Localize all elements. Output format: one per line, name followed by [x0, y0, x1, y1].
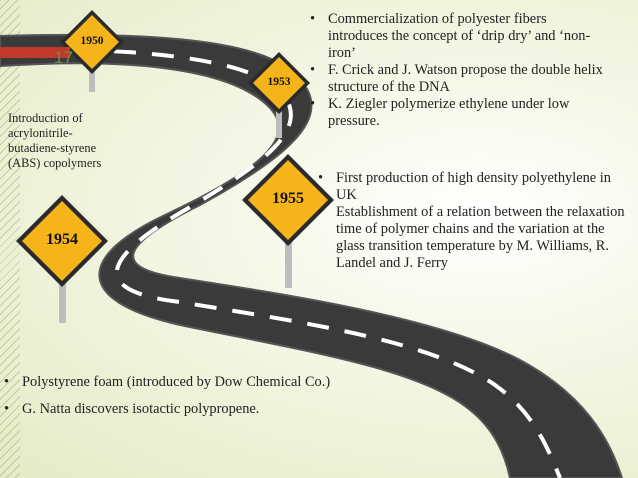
sign-1955-icon [242, 154, 334, 246]
sign-year-1954: 1954 [46, 231, 78, 248]
sign-1950-icon [60, 10, 124, 74]
sign-post-1953 [276, 100, 282, 138]
bullet-item: K. Ziegler polymerize ethylene under low… [306, 96, 606, 130]
bullet-item: F. Crick and J. Watson propose the doubl… [306, 62, 606, 96]
slide-number: 17 [54, 48, 73, 67]
bullets-top: Commercialization of polyester fibers in… [306, 11, 606, 130]
bullets-middle: First production of high density polyeth… [314, 170, 634, 272]
sign-1954-icon [16, 195, 108, 287]
bullet-item: Polystyrene foam (introduced by Dow Chem… [0, 374, 420, 391]
road-center-line [0, 47, 562, 478]
sign-post-1950 [89, 60, 95, 92]
accent-bar [0, 47, 70, 58]
sign-1953-icon [248, 52, 310, 114]
caption-abs: Introduction of acrylonitrile-butadiene-… [8, 111, 102, 170]
bullets-bottom: Polystyrene foam (introduced by Dow Chem… [0, 374, 420, 418]
sign-post-1954 [59, 275, 66, 323]
sign-year-1950: 1950 [80, 35, 104, 47]
sign-year-1953: 1953 [267, 76, 291, 88]
sign-post-1955 [285, 236, 292, 288]
bullet-item: G. Natta discovers isotactic polypropene… [0, 401, 420, 418]
decorative-pattern-strip [0, 0, 20, 478]
bullet-item: First production of high density polyeth… [314, 170, 634, 204]
bullet-item: Establishment of a relation between the … [314, 204, 634, 272]
bullet-item: Commercialization of polyester fibers in… [306, 11, 606, 62]
sign-year-1955: 1955 [272, 190, 304, 207]
